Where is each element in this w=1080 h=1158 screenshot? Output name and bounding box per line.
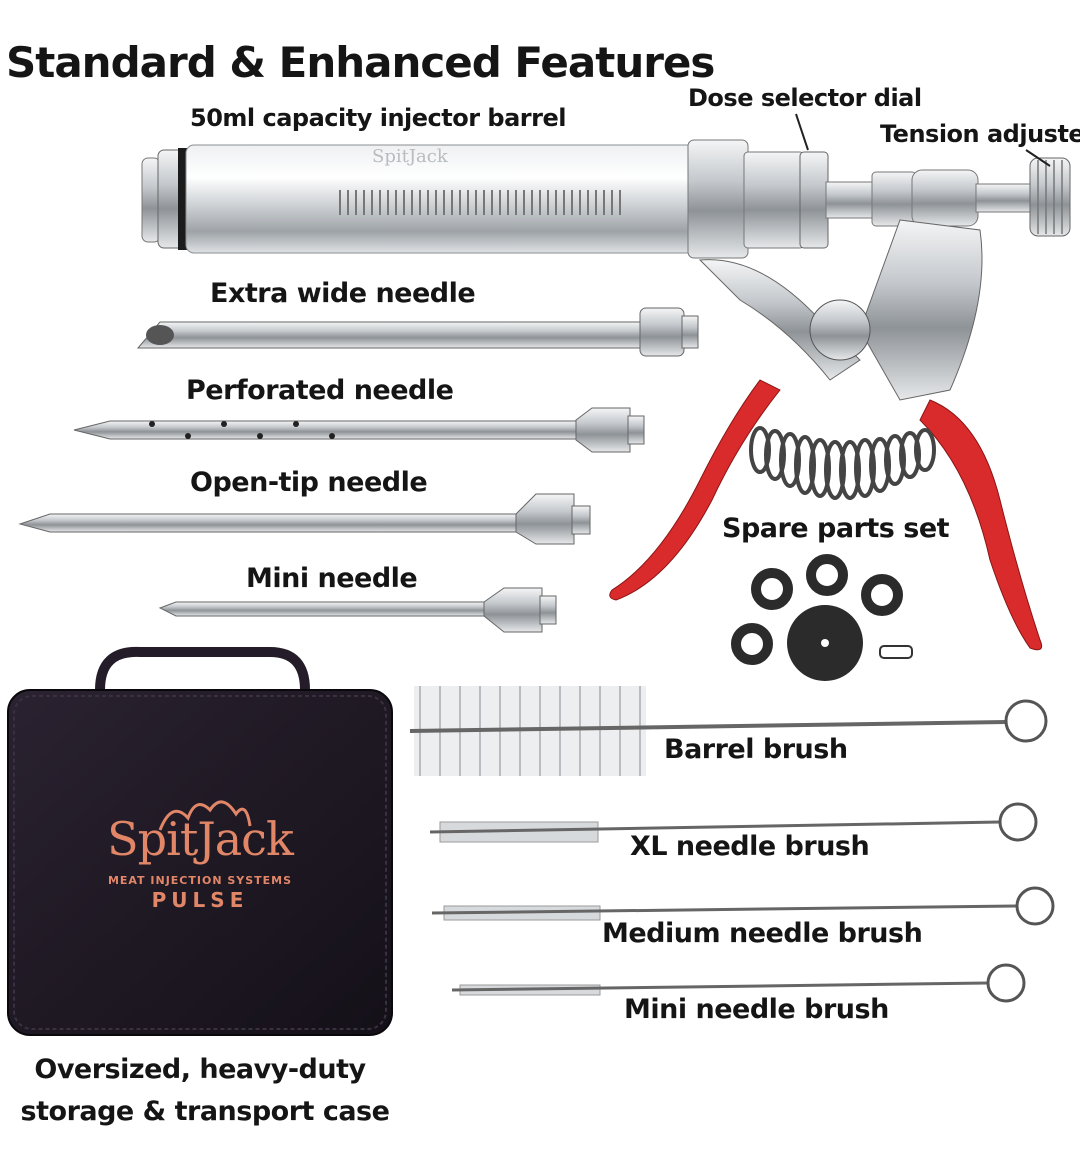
mini-needle xyxy=(158,587,557,633)
label-xl-needle-brush: XL needle brush xyxy=(630,831,870,862)
label-open-tip-needle: Open-tip needle xyxy=(190,467,428,498)
transport-case xyxy=(7,646,393,1036)
label-barrel: 50ml capacity injector barrel xyxy=(190,104,566,132)
label-case-line-2: storage & transport case xyxy=(20,1096,390,1127)
label-perforated-needle: Perforated needle xyxy=(186,375,454,406)
case-model: PULSE xyxy=(151,888,249,912)
spare-parts-set xyxy=(731,554,913,681)
page-title: Standard & Enhanced Features xyxy=(6,38,715,87)
label-spare-parts: Spare parts set xyxy=(722,513,950,544)
injector-handle xyxy=(609,219,1043,651)
open-tip-needle xyxy=(18,493,591,545)
label-medium-needle-brush: Medium needle brush xyxy=(602,918,923,949)
label-case-line-1: Oversized, heavy-duty xyxy=(34,1054,366,1085)
barrel-brush xyxy=(409,686,1048,776)
label-extra-wide-needle: Extra wide needle xyxy=(210,278,476,309)
case-brand-logo: SpitJack xyxy=(107,812,294,866)
tension-pointer xyxy=(1025,149,1051,167)
perforated-needle xyxy=(73,407,645,453)
mini-needle-brush xyxy=(451,963,1026,1003)
label-barrel-brush: Barrel brush xyxy=(664,734,848,765)
dose-dial-pointer xyxy=(795,113,809,151)
case-subtitle: MEAT INJECTION SYSTEMS xyxy=(107,874,293,887)
xl-needle-brush xyxy=(429,802,1038,843)
extra-wide-needle xyxy=(136,307,699,357)
barrel-logo: SpitJack xyxy=(372,146,448,167)
label-dose-dial: Dose selector dial xyxy=(688,84,922,112)
label-mini-needle: Mini needle xyxy=(246,563,418,594)
injector-barrel xyxy=(141,139,1071,259)
label-mini-needle-brush: Mini needle brush xyxy=(624,994,889,1025)
label-tension: Tension adjuster xyxy=(880,120,1080,148)
medium-needle-brush xyxy=(431,886,1055,926)
